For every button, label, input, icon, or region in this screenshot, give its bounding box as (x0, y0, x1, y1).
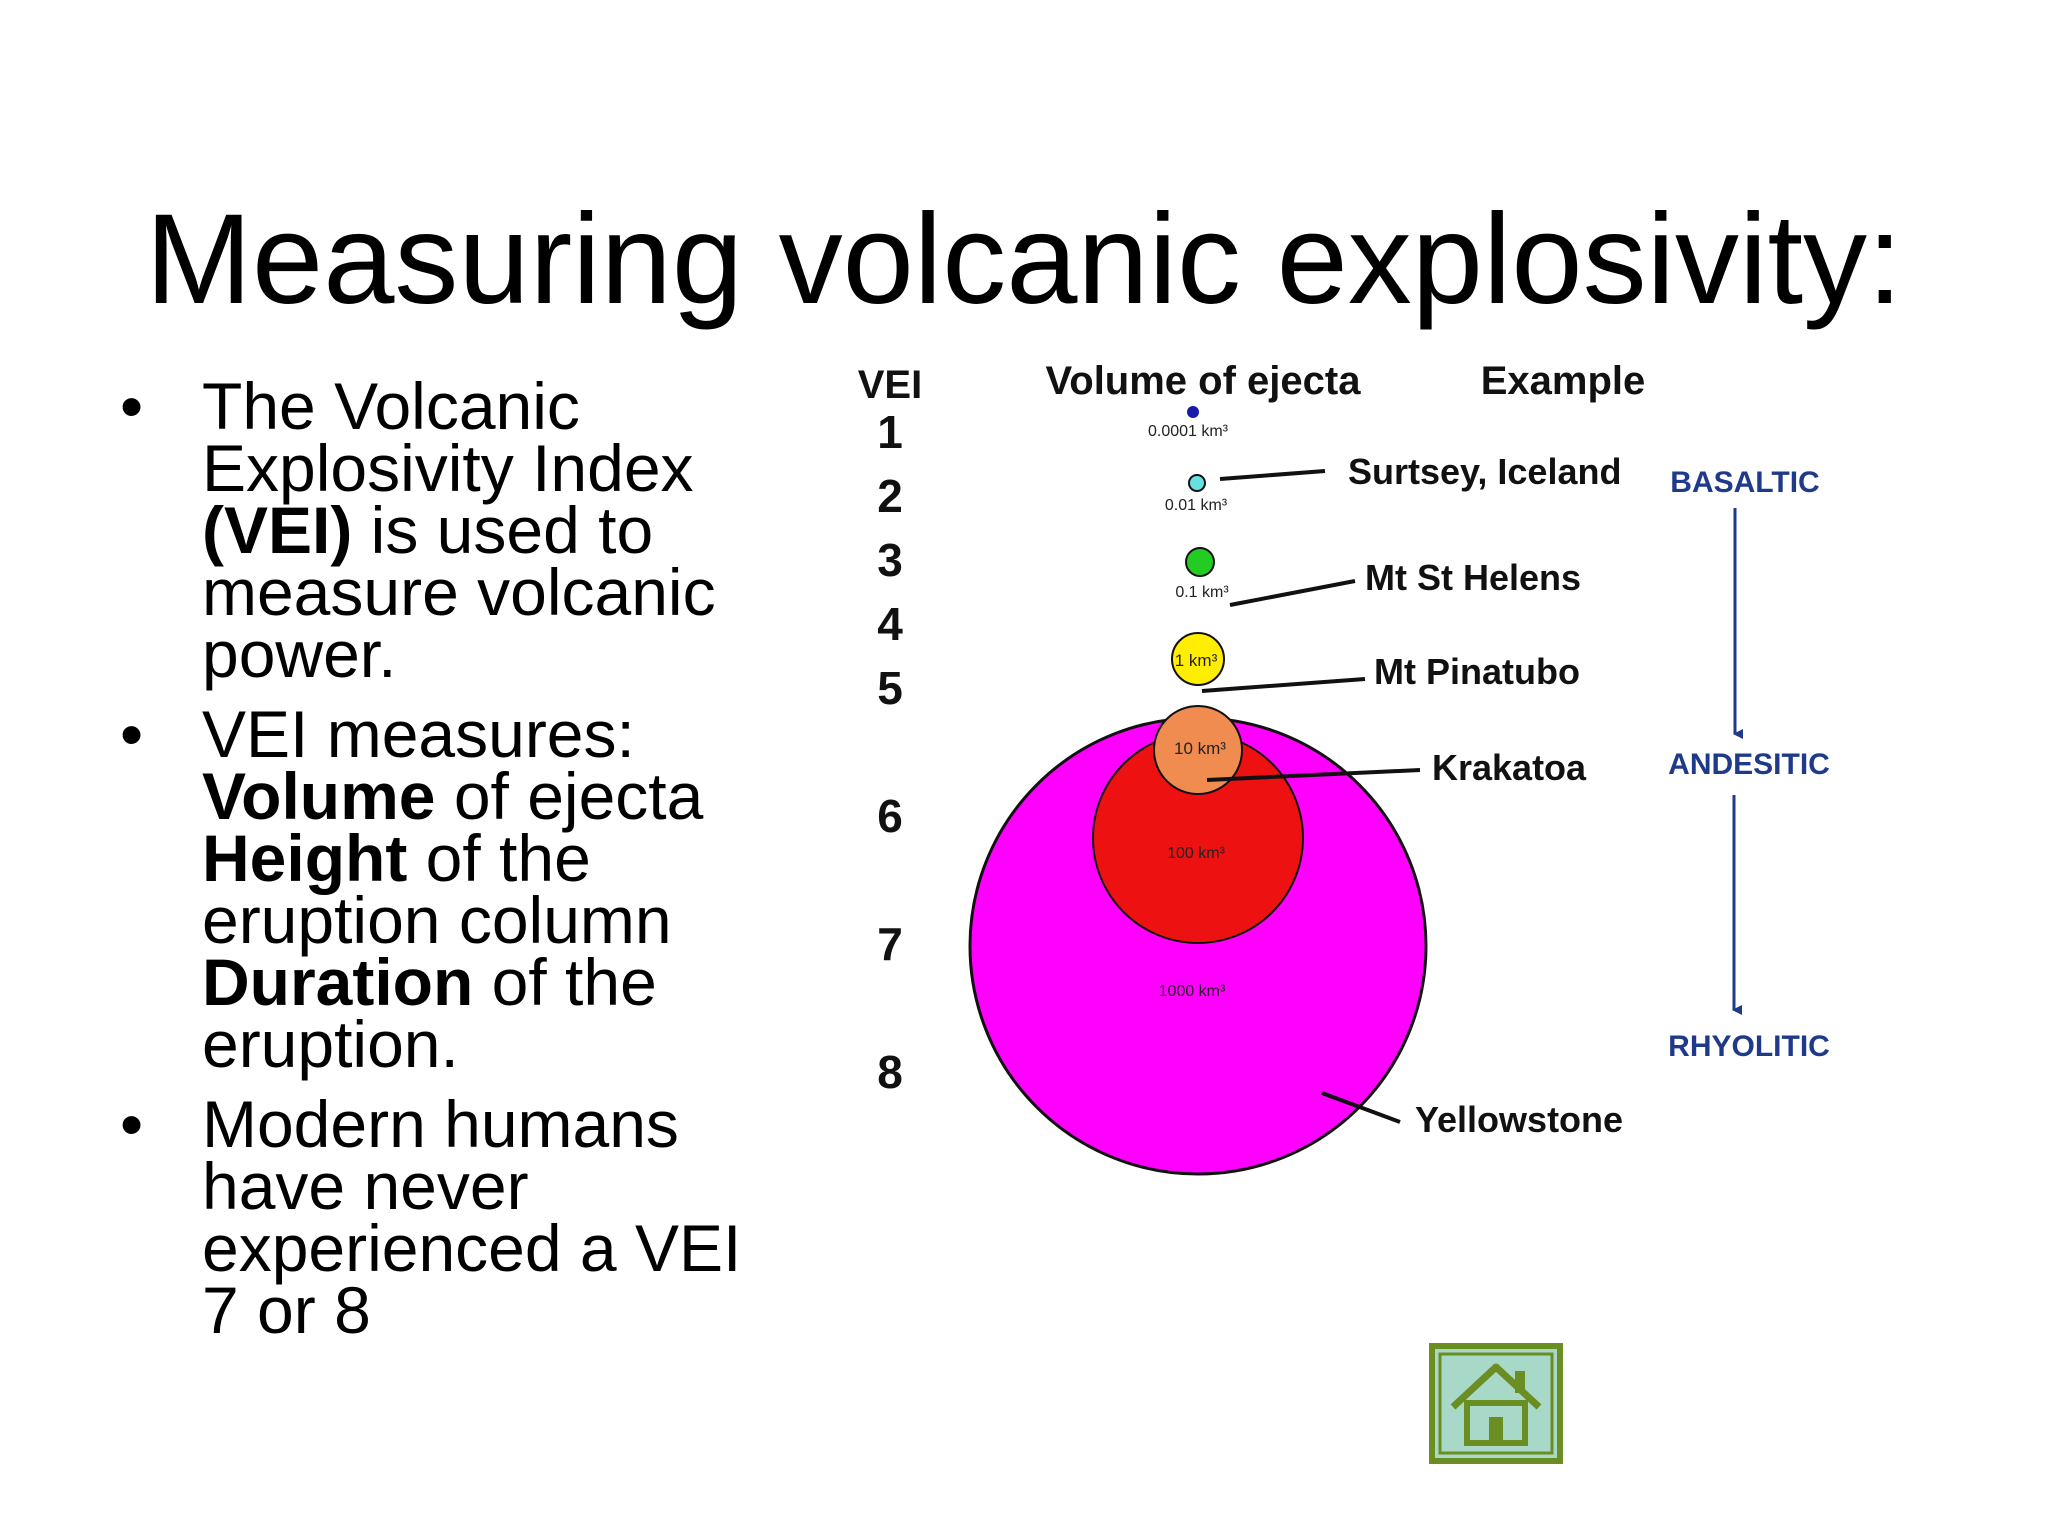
bullet-line: eruption column (202, 887, 820, 953)
volume-circle-1 (1171, 632, 1225, 686)
bullet-line: VEI measures: (202, 701, 820, 767)
bullet-text: measure volcanic (202, 555, 716, 629)
bullet-line: Explosivity Index (202, 435, 820, 501)
example-st-helens: Mt St Helens (1365, 557, 1581, 598)
bullet-marker: • (120, 1087, 144, 1161)
bullet-text: power. (202, 617, 397, 691)
leader-line-pinatubo (1201, 677, 1366, 693)
magma-andesitic: ANDESITIC (1668, 748, 1830, 781)
bullet-line: The Volcanic (202, 373, 820, 439)
volume-circle-0.0001 (1187, 406, 1199, 418)
bullet-text: of the (407, 821, 591, 895)
leader-line-yellowstone (1321, 1091, 1401, 1124)
magma-basaltic: BASALTIC (1670, 466, 1819, 499)
bullet-marker: • (120, 369, 144, 443)
example-header: Example (1481, 359, 1646, 403)
bullet-line: (VEI) is used to (202, 497, 820, 563)
volume-label-1000: 1000 km³ (1159, 983, 1226, 1000)
volume-circle-0.1 (1185, 547, 1215, 577)
bullet-text: eruption column (202, 883, 672, 957)
volume-label-100: 100 km³ (1167, 845, 1225, 862)
vei-number-6: 6 (877, 790, 903, 842)
volume-label-0.0001: 0.0001 km³ (1148, 423, 1229, 440)
bold-text: Volume (202, 759, 436, 833)
bold-text: (VEI) (202, 493, 353, 567)
bullet-text: VEI measures: (202, 697, 635, 771)
vei-number-1: 1 (877, 406, 903, 458)
bold-text: Duration (202, 945, 474, 1019)
vei-number-3: 3 (877, 534, 903, 586)
example-surtsey: Surtsey, Iceland (1348, 451, 1621, 492)
bullet-text: The Volcanic (202, 369, 580, 443)
bullet-line: have never (202, 1153, 820, 1219)
magma-rhyolitic: RHYOLITIC (1668, 1030, 1830, 1063)
volume-header: Volume of ejecta (1046, 359, 1362, 403)
bullet-line: Duration of the (202, 949, 820, 1015)
vei-header: VEI (858, 363, 922, 407)
bold-text: Height (202, 821, 408, 895)
bullet-text: experienced a VEI (202, 1211, 742, 1285)
example-krakatoa: Krakatoa (1432, 747, 1587, 788)
bullet-line: Volume of ejecta (202, 763, 820, 829)
bullet-text: of the (473, 945, 657, 1019)
leader-line-krakatoa (1206, 768, 1421, 782)
bullet-text: have never (202, 1149, 529, 1223)
vei-number-2: 2 (877, 470, 903, 522)
bullet-text: Explosivity Index (202, 431, 694, 505)
bullet-text: of ejecta (435, 759, 704, 833)
vei-number-4: 4 (877, 598, 903, 650)
example-pinatubo: Mt Pinatubo (1374, 651, 1580, 692)
volume-circle-10 (1153, 705, 1243, 795)
bullet-line: power. (202, 621, 820, 687)
volume-label-1: 1 km³ (1175, 651, 1218, 670)
bullet-line: Modern humans (202, 1091, 820, 1157)
vei-number-7: 7 (877, 918, 903, 970)
bullet-text: eruption. (202, 1007, 459, 1081)
bullet-line: eruption. (202, 1011, 820, 1077)
bullet-line: Height of the (202, 825, 820, 891)
bullet-text: is used to (352, 493, 654, 567)
home-icon (1429, 1343, 1563, 1464)
volume-circle-0.01 (1188, 474, 1206, 492)
home-button[interactable] (1429, 1343, 1563, 1464)
leader-line-surtsey (1219, 469, 1326, 481)
bullet-text: 7 or 8 (202, 1273, 371, 1347)
bullet-line: 7 or 8 (202, 1277, 820, 1343)
example-yellowstone: Yellowstone (1415, 1099, 1623, 1140)
bullet-text: Modern humans (202, 1087, 679, 1161)
vei-number-5: 5 (877, 662, 903, 714)
slide-title: Measuring volcanic explosivity: (145, 188, 1903, 331)
bullet-marker: • (120, 697, 144, 771)
leader-line-st-helens (1229, 579, 1356, 607)
vei-number-8: 8 (877, 1046, 903, 1098)
bullet-line: measure volcanic (202, 559, 820, 625)
volume-label-0.1: 0.1 km³ (1175, 584, 1229, 601)
bullet-line: experienced a VEI (202, 1215, 820, 1281)
volume-label-0.01: 0.01 km³ (1165, 497, 1228, 514)
volume-label-10: 10 km³ (1174, 739, 1226, 758)
